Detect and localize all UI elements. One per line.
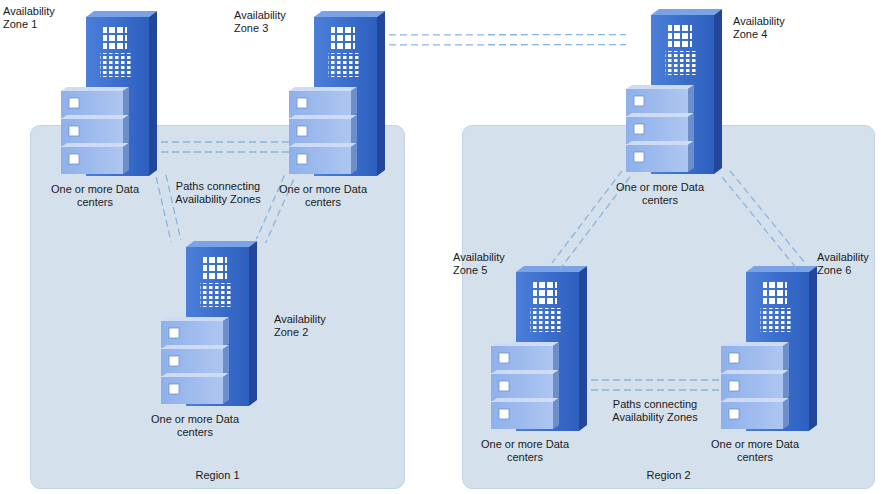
datacenter-label: One or more Data centers: [480, 438, 570, 464]
availability-zone: Availability Zone 6One or more Data cent…: [721, 266, 821, 436]
building-server-icon: [626, 9, 722, 174]
availability-zone: Availability Zone 5One or more Data cent…: [491, 266, 591, 436]
zone-path: [722, 171, 805, 269]
path-label: Paths connecting Availability Zones: [605, 398, 705, 424]
zone-path: [389, 35, 626, 45]
building-server-icon: [289, 11, 385, 176]
datacenter-label: One or more Data centers: [50, 183, 140, 209]
building-server-icon: [721, 266, 817, 431]
zone-label: Availability Zone 4: [733, 15, 797, 41]
building-server-icon: [491, 266, 587, 431]
region-band: Region 2Availability Zone 4One or more D…: [462, 125, 875, 489]
zone-label: Availability Zone 2: [274, 313, 338, 339]
zone-label: Availability Zone 6: [817, 251, 881, 277]
path-label: Paths connecting Availability Zones: [168, 180, 268, 206]
availability-zone: Availability Zone 1One or more Data cent…: [61, 11, 161, 181]
region-label: Region 1: [31, 469, 404, 482]
availability-zone: Availability Zone 4One or more Data cent…: [626, 9, 726, 179]
zone-path: [156, 175, 181, 242]
zone-path: [161, 142, 289, 152]
datacenter-icon: [61, 11, 161, 181]
zone-path: [591, 380, 721, 390]
datacenter-label: One or more Data centers: [278, 183, 368, 209]
building-server-icon: [61, 11, 157, 176]
building-server-icon: [161, 241, 257, 406]
availability-zone: Availability Zone 3One or more Data cent…: [289, 11, 389, 181]
datacenter-icon: [161, 241, 261, 411]
datacenter-label: One or more Data centers: [710, 438, 800, 464]
datacenter-label: One or more Data centers: [615, 181, 705, 207]
zone-path: [256, 176, 293, 243]
datacenter-label: One or more Data centers: [150, 413, 240, 439]
datacenter-icon: [289, 11, 389, 181]
availability-zone: Availability Zone 2One or more Data cent…: [161, 241, 261, 411]
region-label: Region 2: [463, 469, 874, 482]
zone-label: Availability Zone 1: [3, 5, 67, 31]
zone-path: [552, 171, 630, 269]
datacenter-icon: [626, 9, 726, 179]
zone-label: Availability Zone 5: [453, 251, 517, 277]
zone-label: Availability Zone 3: [234, 9, 298, 35]
datacenter-icon: [721, 266, 821, 436]
region-band: Region 1Availability Zone 1One or more D…: [30, 125, 405, 489]
datacenter-icon: [491, 266, 591, 436]
